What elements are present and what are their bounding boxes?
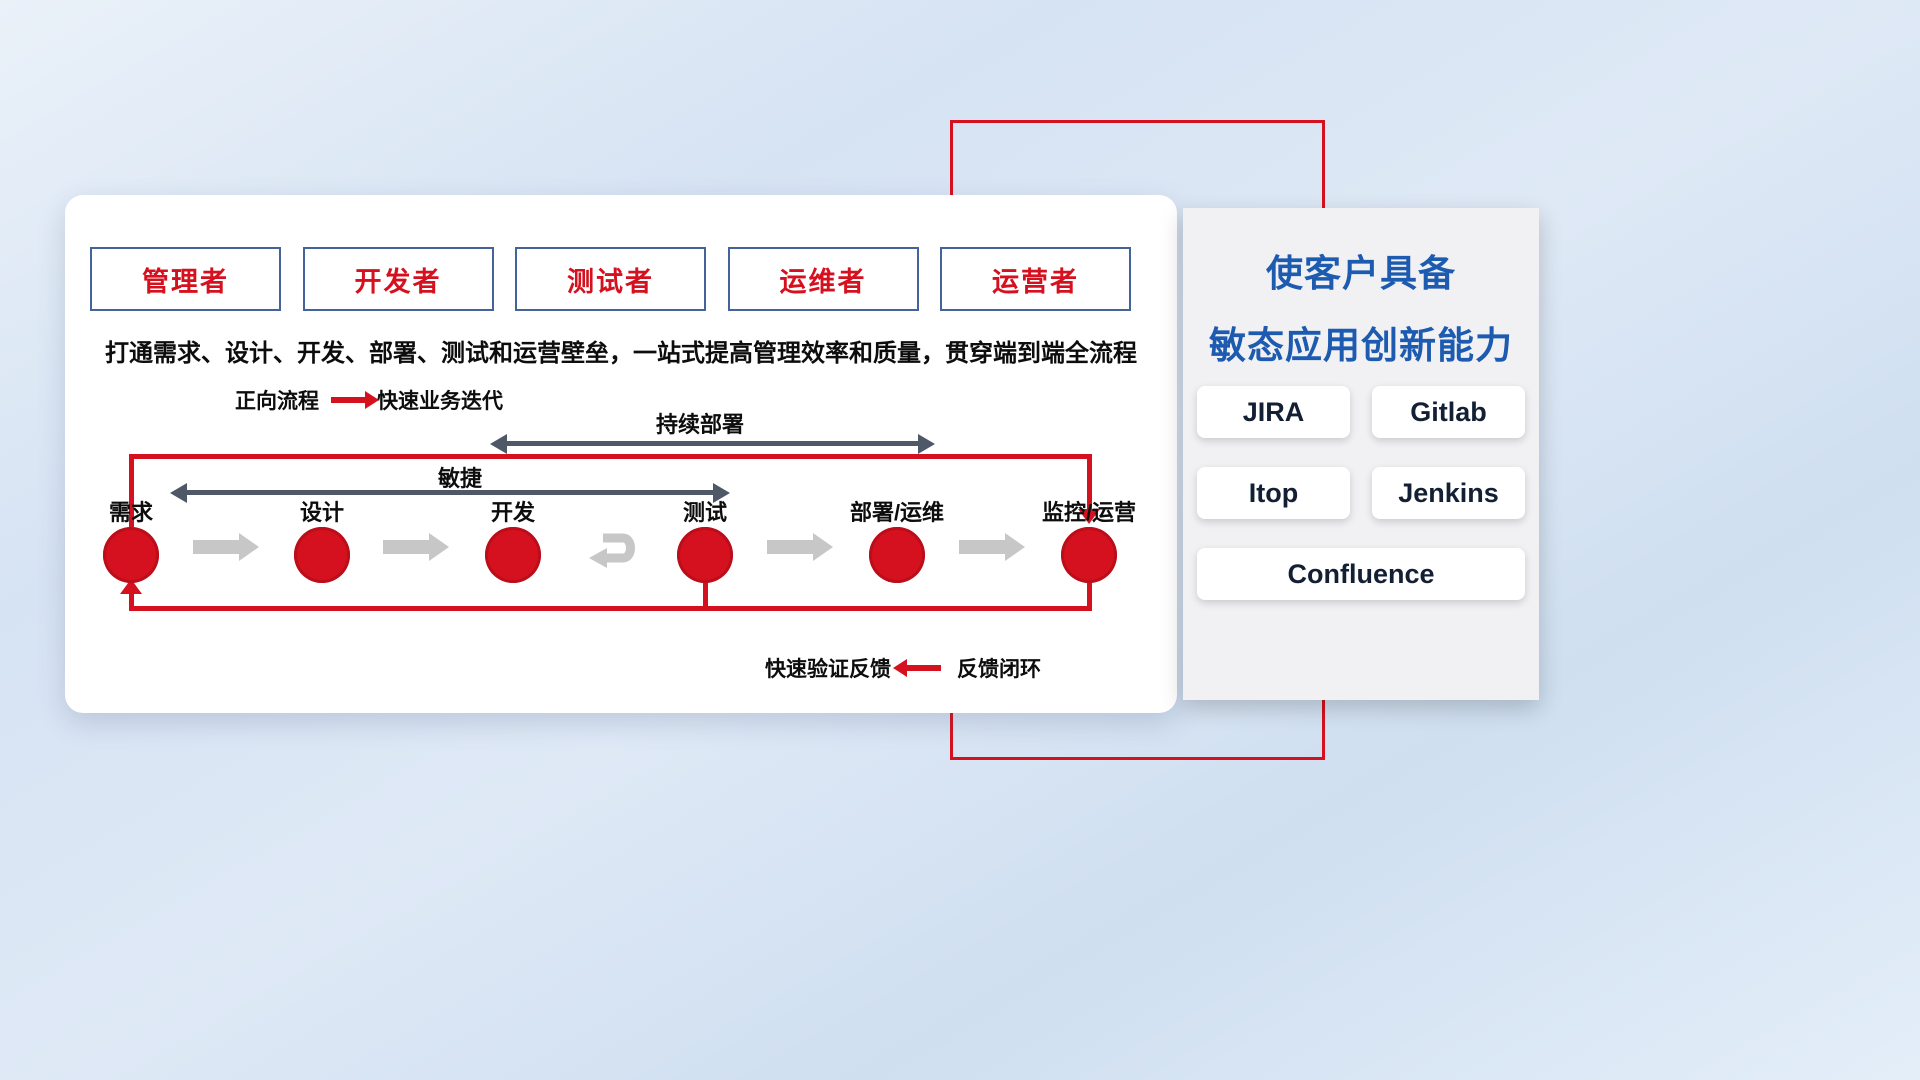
feedback-text: 快速验证反馈 <box>765 658 891 681</box>
role-box-manager: 管理者 <box>90 247 281 311</box>
red-loop-test-drop-line <box>703 583 708 609</box>
node-label: 需求 <box>108 500 153 525</box>
feedback-legend: 快速验证反馈 反馈闭环 <box>765 653 1041 683</box>
tool-row: Confluence <box>1197 548 1525 600</box>
red-loop-top-line <box>129 454 1092 459</box>
iteration-loop-icon <box>589 533 635 568</box>
tool-badge-jira: JIRA <box>1197 386 1350 438</box>
node-label: 开发 <box>490 500 535 525</box>
agile-arrow-icon <box>187 490 713 495</box>
red-loop-right-line <box>1087 454 1092 510</box>
flow-arrow-icon <box>959 540 1005 554</box>
red-loop-right-bottom-line <box>1087 583 1092 609</box>
node-label: 监控/运营 <box>1041 500 1137 525</box>
flow-arrow-icon <box>383 540 429 554</box>
role-label: 运维者 <box>779 266 867 297</box>
continuous-deploy-arrow-icon <box>507 441 918 446</box>
forward-legend-label: 正向流程 <box>235 390 319 413</box>
node-circle-icon <box>869 527 925 583</box>
tool-badge-gitlab: Gitlab <box>1372 386 1525 438</box>
forward-legend: 正向流程 快速业务迭代 <box>235 385 503 415</box>
feedback-arrow-icon <box>907 665 941 671</box>
tool-list: JIRA Gitlab Itop Jenkins Confluence <box>1197 386 1525 600</box>
role-box-business: 运营者 <box>940 247 1131 311</box>
panel-title-line2: 敏态应用创新能力 <box>1209 325 1513 367</box>
feedback-legend-label: 反馈闭环 <box>957 658 1041 681</box>
card-description: 打通需求、设计、开发、部署、测试和运营壁垒，一站式提高管理效率和质量，贯穿端到端… <box>105 340 1137 367</box>
role-label: 测试者 <box>567 266 654 297</box>
red-loop-bottom-line <box>129 606 1092 611</box>
node-develop: 开发 <box>433 495 593 583</box>
panel-title: 使客户具备 敏态应用创新能力 <box>1183 208 1539 382</box>
node-test: 测试 <box>625 495 785 583</box>
node-circle-icon <box>294 527 350 583</box>
flow-arrow-icon <box>193 540 239 554</box>
role-box-tester: 测试者 <box>515 247 706 311</box>
forward-arrow-icon <box>331 397 365 403</box>
role-box-ops: 运维者 <box>727 247 919 311</box>
role-box-developer: 开发者 <box>302 247 494 311</box>
node-label: 部署/运维 <box>849 500 945 525</box>
node-circle-icon <box>485 527 541 583</box>
red-loop-left-top-line <box>129 454 134 527</box>
roles-row: 管理者 开发者 测试者 运维者 运营者 <box>90 247 1131 311</box>
tool-row: Itop Jenkins <box>1197 467 1525 519</box>
tool-badge-jenkins: Jenkins <box>1372 467 1525 519</box>
flow-arrow-icon <box>767 540 813 554</box>
node-label: 测试 <box>682 500 727 525</box>
node-circle-icon <box>677 527 733 583</box>
node-label: 设计 <box>299 500 344 525</box>
node-circle-icon <box>1061 527 1117 583</box>
node-requirement: 需求 <box>51 495 211 583</box>
node-deploy-ops: 部署/运维 <box>817 495 977 583</box>
role-label: 管理者 <box>142 266 229 297</box>
tool-badge-confluence: Confluence <box>1197 548 1525 600</box>
node-design: 设计 <box>242 495 402 583</box>
role-label: 开发者 <box>354 266 442 297</box>
panel-title-line1: 使客户具备 <box>1266 253 1456 294</box>
continuous-deploy-label: 持续部署 <box>655 412 744 437</box>
red-loop-left-bottom-line <box>129 593 134 608</box>
node-circle-icon <box>103 527 159 583</box>
role-label: 运营者 <box>992 266 1079 297</box>
node-monitor-operate: 监控/运营 <box>1009 495 1169 583</box>
red-loop-up-arrowhead-icon <box>120 579 142 594</box>
tool-row: JIRA Gitlab <box>1197 386 1525 438</box>
forward-legend-value: 快速业务迭代 <box>377 390 503 413</box>
devops-flow-card: 管理者 开发者 测试者 运维者 运营者 打通需求、设计、开发、部署、测试和运营壁… <box>65 195 1177 713</box>
capability-panel: 使客户具备 敏态应用创新能力 JIRA Gitlab Itop Jenkins … <box>1183 208 1539 700</box>
red-loop-down-arrowhead-icon <box>1078 509 1100 524</box>
tool-badge-itop: Itop <box>1197 467 1350 519</box>
agile-label: 敏捷 <box>437 466 482 491</box>
